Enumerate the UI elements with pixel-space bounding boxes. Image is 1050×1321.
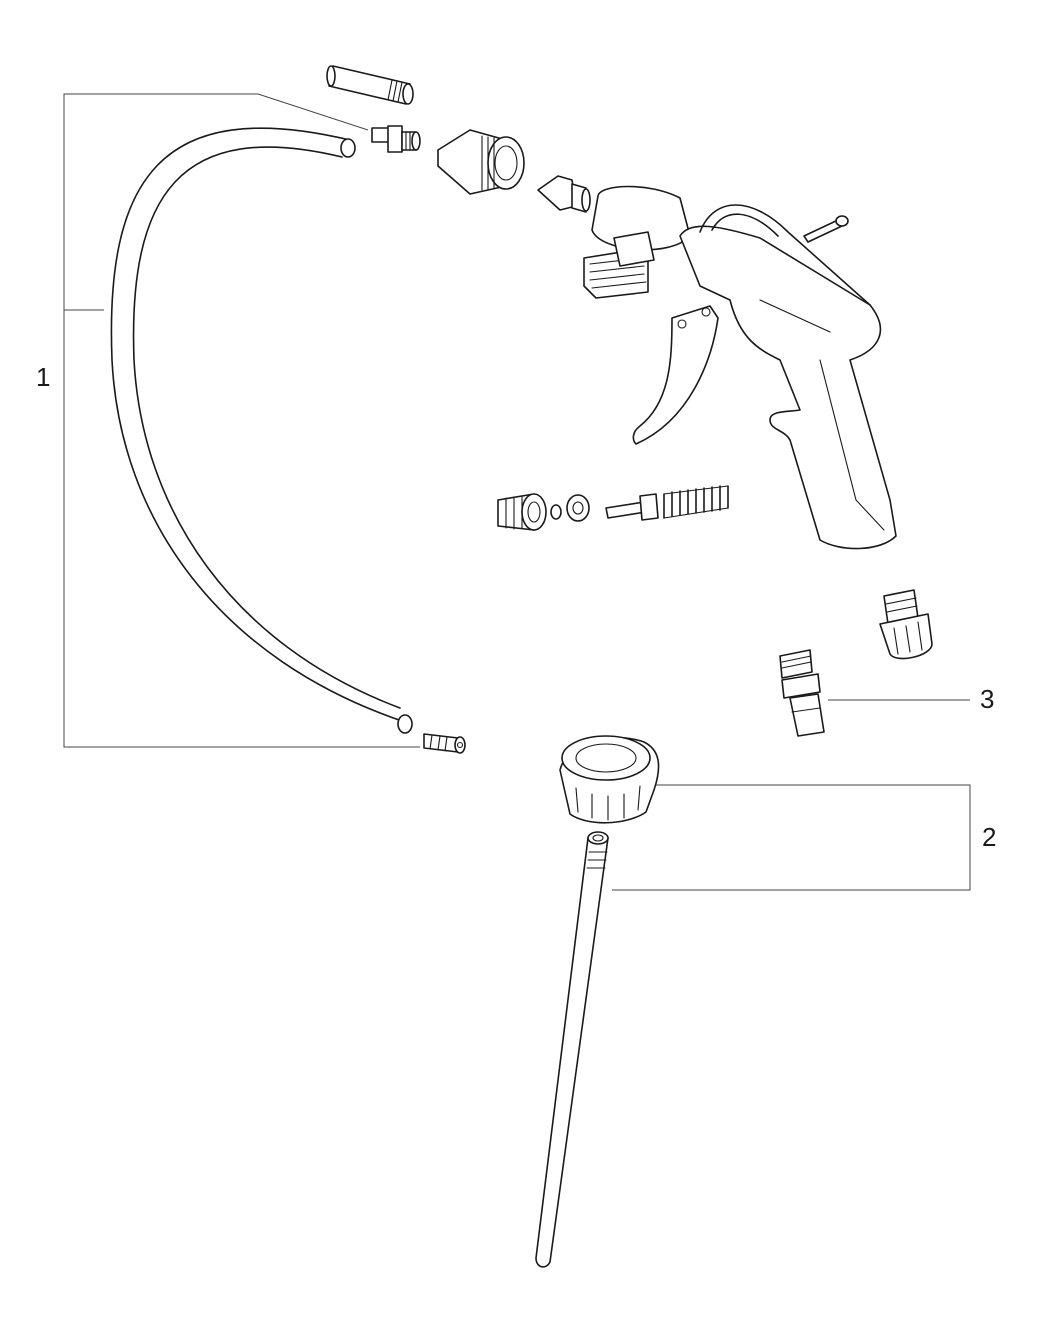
callout-1-bracket <box>63 93 420 748</box>
spray-gun-body <box>583 185 897 550</box>
hose-end-fitting-bottom <box>423 733 466 754</box>
hose-bottom-end <box>397 714 413 734</box>
hose-barb-fitting-top <box>371 125 421 153</box>
hose-assembly: 1 <box>36 65 466 754</box>
threaded-tube-top <box>326 65 414 105</box>
suction-tube <box>535 831 609 1268</box>
air-cap-nut <box>437 129 525 195</box>
callout-2-bracket <box>612 784 971 891</box>
callout-3-label: 3 <box>980 684 994 714</box>
valve-stem <box>605 493 659 521</box>
callout-1-label: 1 <box>36 362 50 392</box>
washer <box>566 494 590 522</box>
hose-outer-edge <box>110 127 406 723</box>
air-inlet-fitting <box>879 589 933 660</box>
gun-hanger-hook <box>699 204 871 306</box>
valve-spring <box>663 485 729 519</box>
valve-seat <box>497 493 547 531</box>
callout-1-leader-top <box>257 93 369 131</box>
cup-coupling-nut <box>559 735 660 824</box>
quick-connect-nipple <box>779 649 825 737</box>
o-ring <box>550 504 562 520</box>
fluid-nozzle <box>537 175 591 213</box>
hose-top-end <box>340 138 356 158</box>
gun-trigger <box>632 305 719 445</box>
callout-2-label: 2 <box>982 822 996 852</box>
gun-handle <box>679 225 897 550</box>
hose-inner-edge <box>132 146 401 709</box>
trigger-pin <box>803 215 849 243</box>
